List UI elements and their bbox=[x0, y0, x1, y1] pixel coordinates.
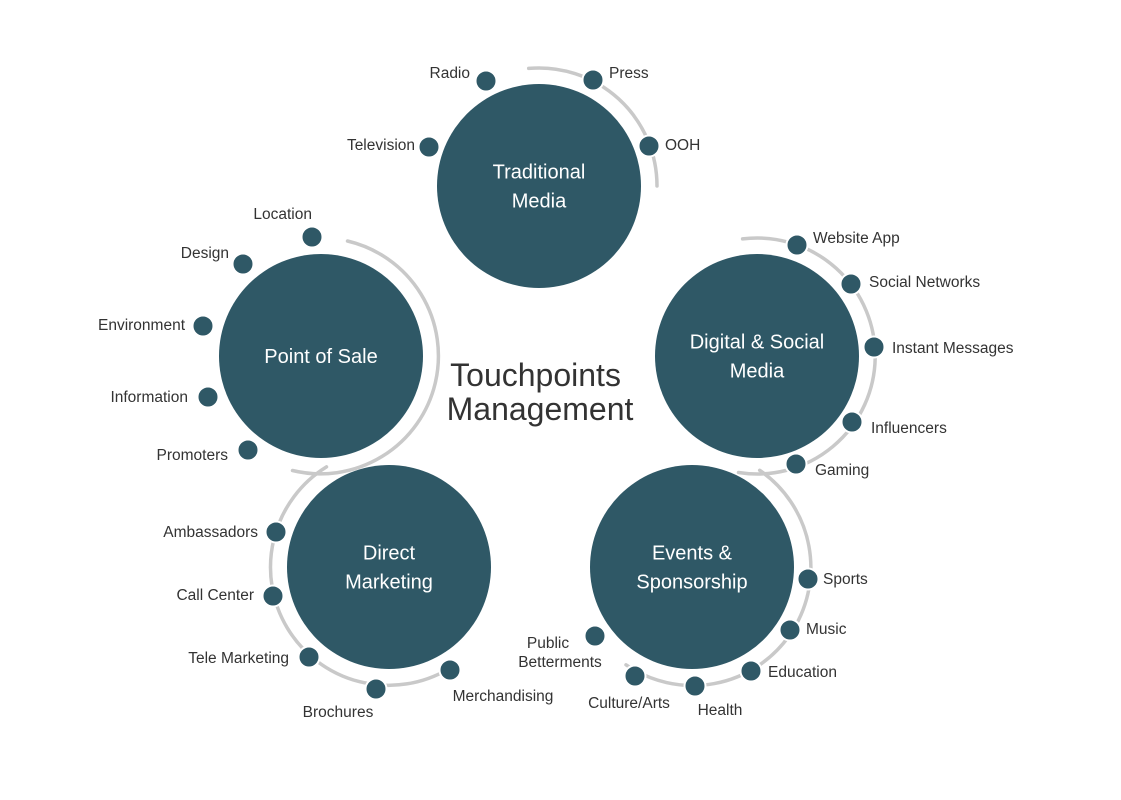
digital-social-media-hub-circle bbox=[655, 254, 859, 458]
events-sponsorship-touchpoint-dot bbox=[583, 624, 607, 648]
traditional-media-touchpoint-dot bbox=[581, 68, 605, 92]
traditional-media-hub-circle bbox=[437, 84, 641, 288]
label-line: Public bbox=[527, 635, 569, 652]
digital-social-media-touchpoint-dot bbox=[862, 335, 886, 359]
events-sponsorship-touchpoint-label: Sports bbox=[823, 571, 868, 588]
digital-social-media-touchpoint-label: Social Networks bbox=[869, 274, 980, 291]
direct-marketing-arc bbox=[268, 465, 450, 688]
events-sponsorship-hub-circle bbox=[590, 465, 794, 669]
direct-marketing-touchpoint-label: Call Center bbox=[176, 587, 254, 604]
direct-marketing-touchpoint-label: Brochures bbox=[303, 704, 374, 721]
traditional-media-touchpoint-label: OOH bbox=[665, 137, 700, 154]
center-title-line-2: Management bbox=[447, 391, 634, 427]
events-sponsorship-hub-title: Events & Sponsorship bbox=[636, 543, 747, 594]
point-of-sale-hub-circle bbox=[219, 254, 423, 458]
digital-social-media-touchpoint-dot bbox=[840, 410, 864, 434]
point-of-sale-touchpoint-label: Information bbox=[110, 389, 188, 406]
direct-marketing-touchpoint-label: Merchandising bbox=[453, 688, 554, 705]
digital-social-media-touchpoint-label: Influencers bbox=[871, 420, 947, 437]
events-sponsorship-touchpoint-dot bbox=[778, 618, 802, 642]
direct-marketing-hub-title-line: Direct bbox=[363, 543, 416, 565]
direct-marketing-hub-circle bbox=[287, 465, 491, 669]
point-of-sale-touchpoint-label: Design bbox=[181, 245, 229, 262]
events-sponsorship-touchpoint-label: Education bbox=[768, 664, 837, 681]
digital-social-media-touchpoint-label: Gaming bbox=[815, 462, 869, 479]
point-of-sale-touchpoint-dot bbox=[231, 252, 255, 276]
point-of-sale-touchpoint-dot bbox=[191, 314, 215, 338]
direct-marketing-touchpoint-dot bbox=[438, 658, 462, 682]
point-of-sale-hub-title: Point of Sale bbox=[264, 346, 377, 368]
direct-marketing-touchpoint-label: Ambassadors bbox=[163, 524, 258, 541]
point-of-sale-touchpoint-label: Location bbox=[253, 206, 312, 223]
events-sponsorship-touchpoint-dot bbox=[683, 674, 707, 698]
digital-social-media-hub-title-line: Media bbox=[730, 361, 785, 383]
digital-social-media-touchpoint-label: Instant Messages bbox=[892, 340, 1014, 357]
events-sponsorship-touchpoint-dot bbox=[796, 567, 820, 591]
events-sponsorship-touchpoint-dot bbox=[739, 659, 763, 683]
digital-social-media-hub-title-line: Digital & Social bbox=[690, 332, 825, 354]
point-of-sale-touchpoint-dot bbox=[196, 385, 220, 409]
traditional-media-touchpoint-dot bbox=[637, 134, 661, 158]
center-title: Touchpoints Management bbox=[447, 357, 634, 427]
events-sponsorship-hub-title-line: Sponsorship bbox=[636, 572, 747, 594]
traditional-media-touchpoint-dot bbox=[417, 135, 441, 159]
point-of-sale-arc bbox=[290, 239, 441, 476]
center-title-line-1: Touchpoints bbox=[450, 357, 621, 393]
traditional-media-hub-title-line: Traditional bbox=[493, 162, 586, 184]
traditional-media-hub-title-line: Media bbox=[512, 191, 567, 213]
traditional-media-touchpoint-label: Television bbox=[347, 137, 415, 154]
traditional-media-arc bbox=[526, 66, 659, 188]
direct-marketing-touchpoint-dot bbox=[297, 645, 321, 669]
point-of-sale-touchpoint-label: Promoters bbox=[157, 447, 229, 464]
point-of-sale-touchpoint-dot bbox=[300, 225, 324, 249]
point-of-sale-hub-title-line: Point of Sale bbox=[264, 346, 377, 368]
traditional-media-touchpoint-label: Radio bbox=[430, 65, 471, 82]
traditional-media-touchpoint-label: Press bbox=[609, 65, 649, 82]
direct-marketing-touchpoint-label: Tele Marketing bbox=[188, 650, 289, 667]
events-sponsorship-touchpoint-label: Music bbox=[806, 621, 847, 638]
events-sponsorship-touchpoint-label: Health bbox=[698, 702, 743, 719]
direct-marketing-touchpoint-dot bbox=[261, 584, 285, 608]
direct-marketing-touchpoint-dot bbox=[364, 677, 388, 701]
events-sponsorship-hub: Events & Sponsorship bbox=[590, 465, 794, 669]
events-sponsorship-hub-title-line: Events & bbox=[652, 543, 733, 565]
events-sponsorship-touchpoint-dot bbox=[623, 664, 647, 688]
point-of-sale-touchpoint-dot bbox=[236, 438, 260, 462]
digital-social-media-touchpoint-dot bbox=[785, 233, 809, 257]
direct-marketing-touchpoint-dot bbox=[264, 520, 288, 544]
point-of-sale-touchpoint-label: Environment bbox=[98, 317, 186, 334]
direct-marketing-hub-title-line: Marketing bbox=[345, 572, 433, 594]
digital-social-media-touchpoint-label: Website App bbox=[813, 230, 900, 247]
dots-layer bbox=[191, 68, 886, 701]
events-sponsorship-touchpoint-label: Culture/Arts bbox=[588, 695, 670, 712]
traditional-media-touchpoint-dot bbox=[474, 69, 498, 93]
point-of-sale-hub: Point of Sale bbox=[219, 254, 423, 458]
digital-social-media-touchpoint-dot bbox=[839, 272, 863, 296]
digital-social-media-touchpoint-dot bbox=[784, 452, 808, 476]
label-line: Betterments bbox=[518, 654, 602, 671]
